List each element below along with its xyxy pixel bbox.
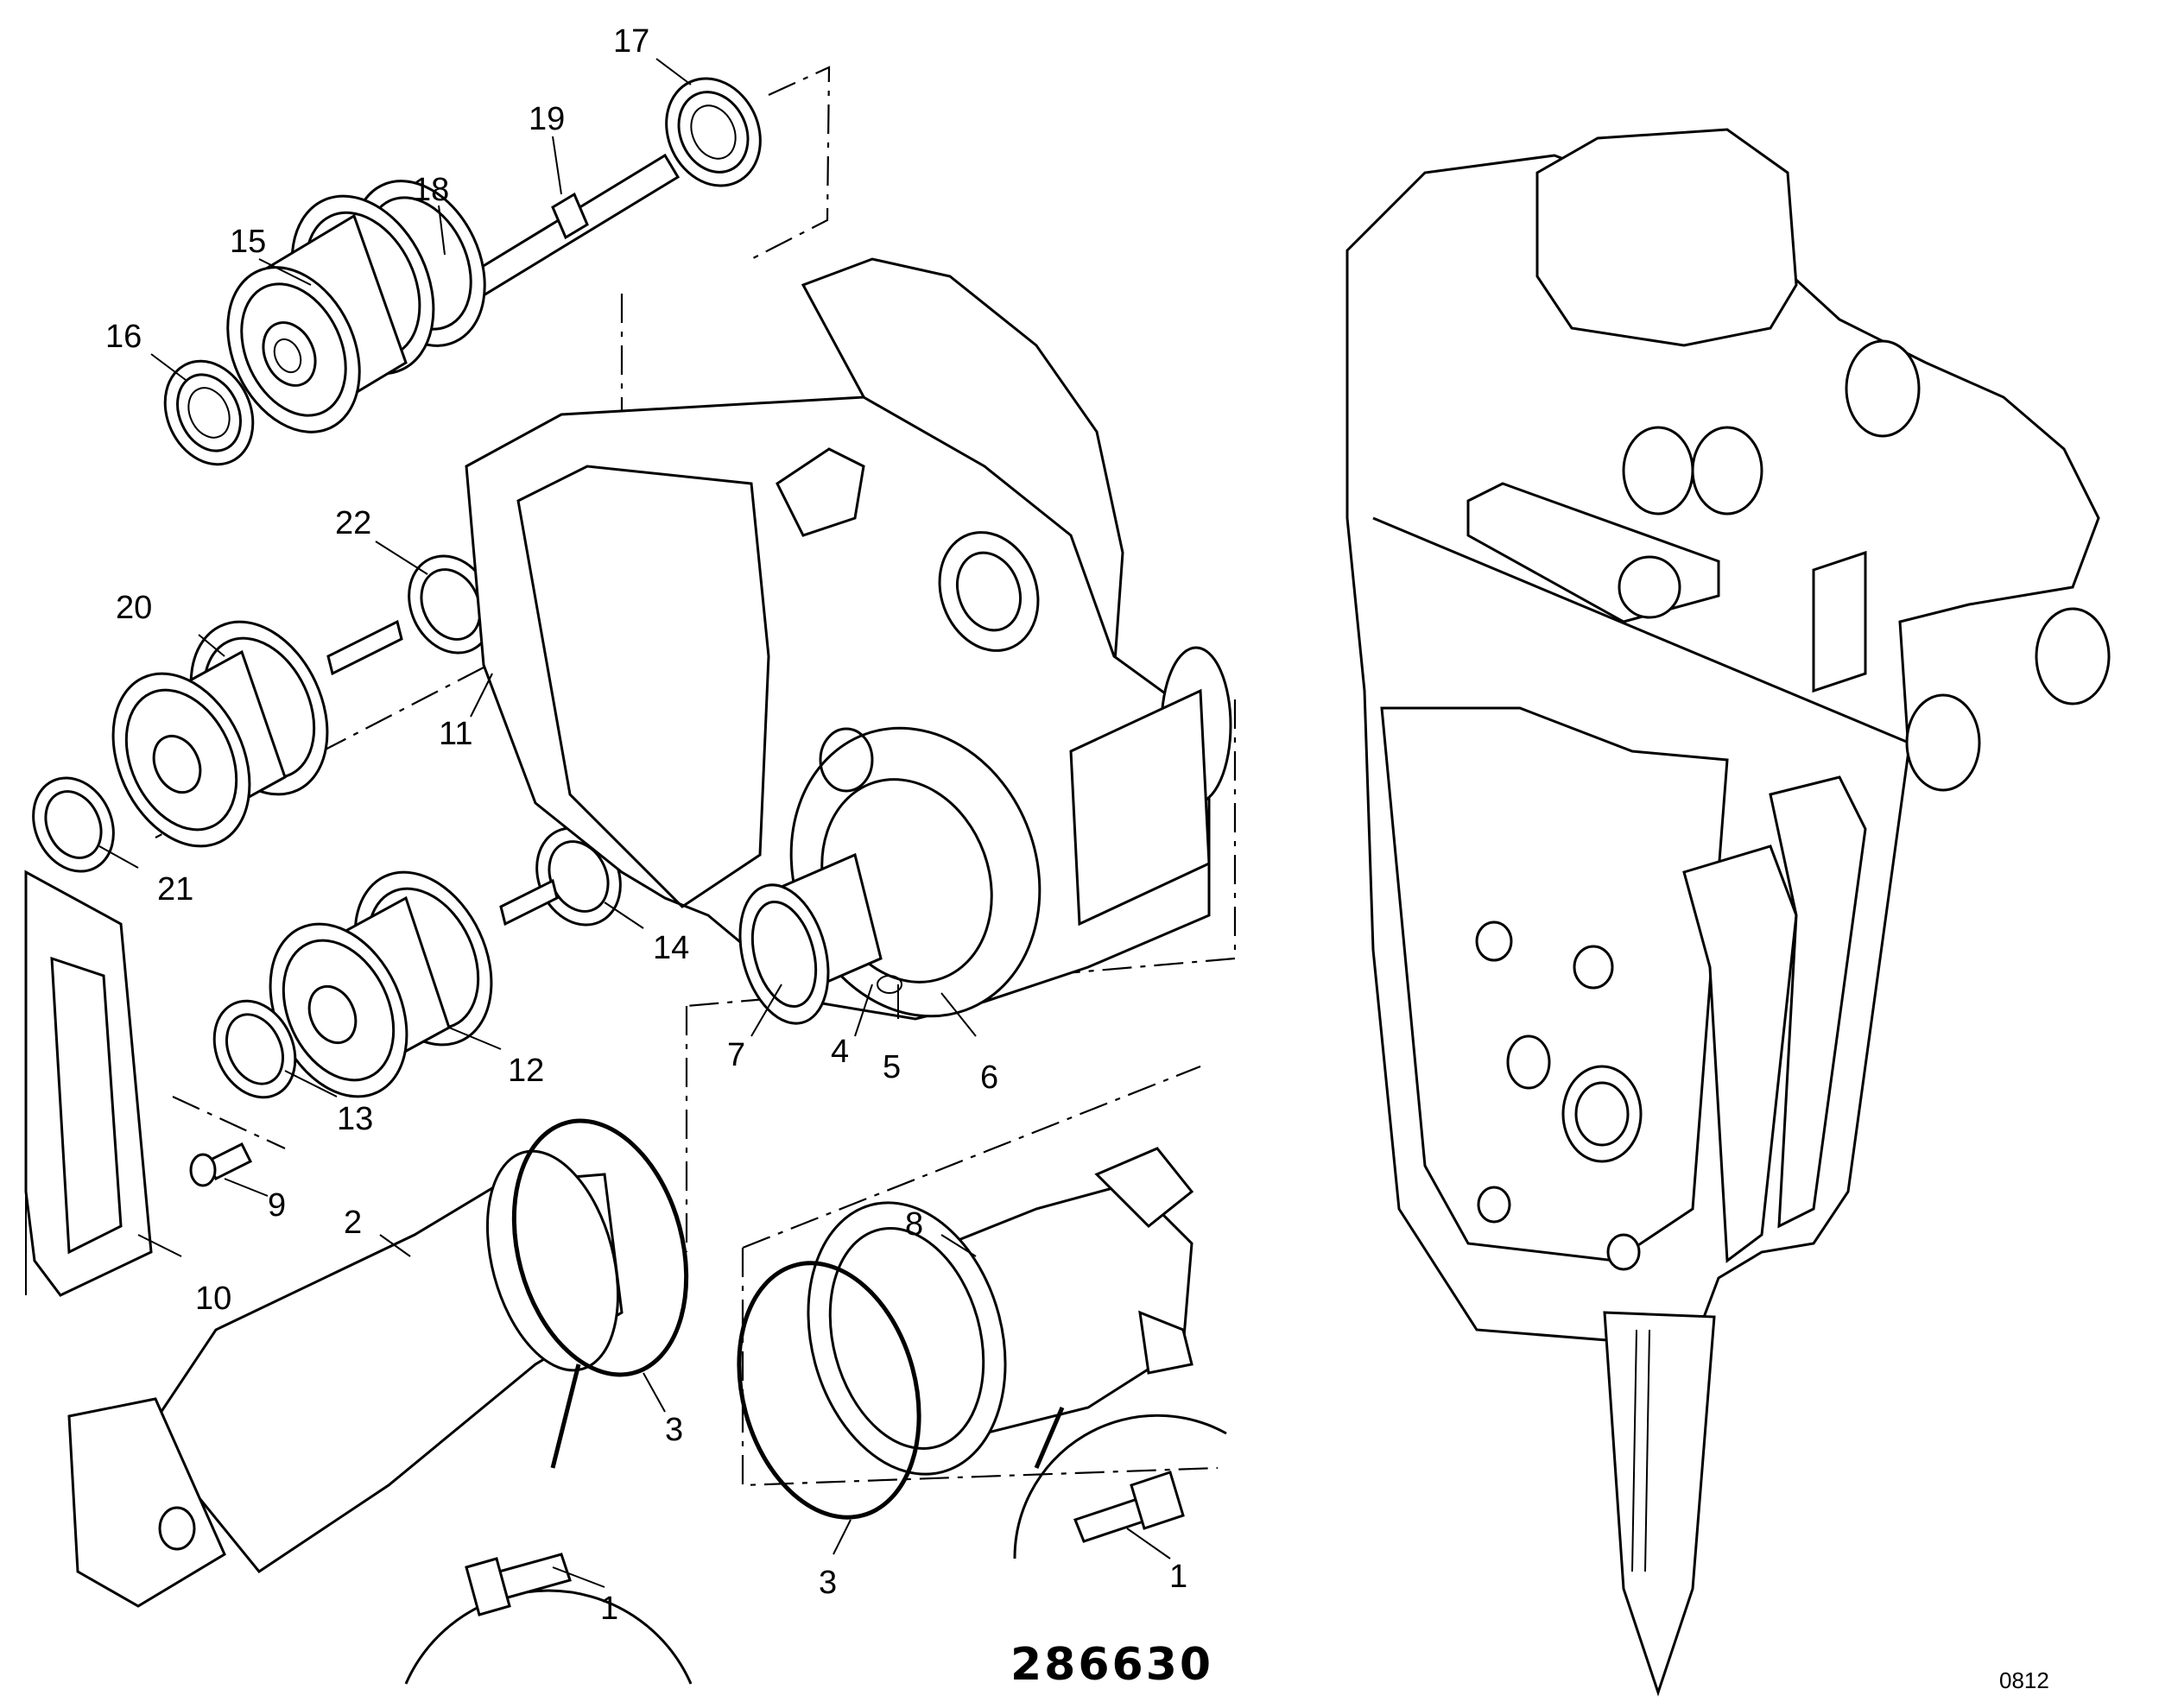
- gear-assembly-12: [269, 870, 559, 1098]
- drive-housing-2: [67, 1118, 689, 1608]
- hydraulic-breaker: [1345, 128, 2111, 1697]
- callout-11: 11: [439, 716, 472, 752]
- callout-21: 21: [157, 871, 193, 908]
- callout-7: 7: [727, 1037, 745, 1073]
- bearing-21: [32, 776, 115, 873]
- callout-3-left: 3: [665, 1412, 683, 1448]
- callout-6: 6: [980, 1060, 998, 1096]
- callout-1-left: 1: [600, 1591, 618, 1627]
- callout-5: 5: [883, 1049, 901, 1085]
- callout-10: 10: [195, 1281, 231, 1317]
- screw-9: [189, 1142, 253, 1187]
- callout-19: 19: [529, 101, 565, 137]
- callout-16: 16: [105, 319, 142, 355]
- bearing-22: [408, 554, 494, 655]
- callout-labels: 17 19 18 15 16 22 20 11 21 14 12 13 7 4 …: [105, 23, 1187, 1627]
- bearing-13: [212, 999, 297, 1099]
- gearbox-housing: [465, 257, 1232, 1021]
- callout-12: 12: [508, 1053, 544, 1089]
- callout-17: 17: [613, 23, 649, 60]
- callout-3-right: 3: [819, 1565, 837, 1601]
- callout-15: 15: [230, 224, 266, 260]
- output-shaft-parts: [738, 852, 902, 1025]
- callout-18: 18: [413, 172, 449, 208]
- callout-9: 9: [268, 1187, 286, 1224]
- callout-4: 4: [831, 1034, 849, 1070]
- gear-assembly-20: [111, 619, 403, 848]
- callout-22: 22: [335, 505, 371, 541]
- callout-2: 2: [344, 1205, 362, 1241]
- callout-13: 13: [337, 1101, 373, 1137]
- callout-1-right: 1: [1169, 1559, 1187, 1595]
- callout-8: 8: [905, 1206, 923, 1243]
- housing-8: [737, 1147, 1194, 1520]
- detail-circle-left: [404, 1363, 693, 1685]
- callout-14: 14: [653, 930, 689, 966]
- drawing-number: 286630: [1010, 1639, 1213, 1691]
- detail-circle-right: [1013, 1407, 1227, 1559]
- corner-code: 0812: [1999, 1667, 2049, 1693]
- callout-leader-lines: [98, 58, 1171, 1588]
- housing-cover-10: [24, 870, 153, 1297]
- bearing-16: [163, 359, 255, 466]
- upper-shaft-assembly: [226, 153, 681, 433]
- callout-20: 20: [116, 590, 152, 626]
- bearing-17: [665, 77, 762, 187]
